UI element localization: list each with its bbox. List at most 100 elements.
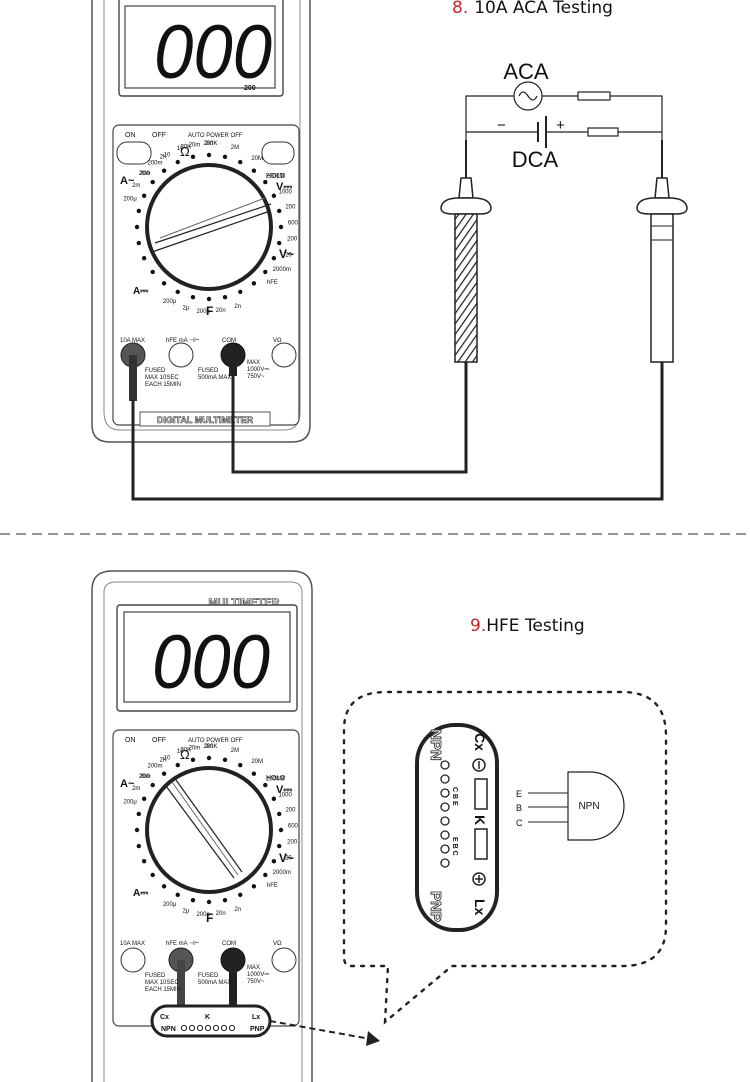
- dial-range-label: 200n: [196, 309, 209, 315]
- heading-section-9: 9.HFE Testing: [470, 616, 585, 636]
- dial-position-dot: [175, 892, 180, 898]
- section-number: 8.: [452, 0, 469, 18]
- power-button[interactable]: [116, 141, 152, 165]
- dial-position-dot: [263, 872, 268, 878]
- dial-range-label: 10: [164, 755, 171, 761]
- socket-pin-hole: [440, 830, 450, 840]
- farad-label: F: [206, 911, 213, 925]
- dial-range-label: 2n: [234, 304, 241, 310]
- dial-range-label: 200: [287, 237, 298, 243]
- dial-range-label: 1000: [278, 190, 292, 196]
- dial-position-dot: [150, 872, 155, 878]
- dial-range-label: 2μ: [182, 306, 189, 312]
- dial-range-label: 200: [285, 808, 296, 814]
- dial-position-dot: [190, 294, 196, 300]
- multimeter-bottom: MULTIMETER 000 ON OFF AUTO POWER OFF HOL…: [91, 570, 313, 1082]
- dial-position-dot: [175, 159, 180, 165]
- acv-label: V~: [279, 851, 294, 865]
- section-title: HFE Testing: [486, 616, 585, 636]
- power-off-label: OFF: [152, 737, 166, 744]
- dial-range-label: 10: [177, 749, 184, 755]
- socket-pin-hole: [212, 1024, 220, 1032]
- ohm-label: Ω: [180, 747, 190, 762]
- dial-position-dot: [263, 269, 268, 275]
- dial-range-label: 600: [288, 221, 299, 227]
- jack-vohm[interactable]: [271, 342, 297, 368]
- dial-position-dot: [136, 843, 142, 849]
- socket-pin-hole: [440, 802, 450, 812]
- socket-pin-hole: [440, 788, 450, 798]
- socket-pin-hole: [180, 1024, 188, 1032]
- dial-position-dot: [190, 757, 196, 763]
- dial-range-label: 2M: [231, 748, 239, 754]
- dial-range-label: 20K: [181, 747, 192, 753]
- dca-label: A⎓: [133, 286, 148, 297]
- dial-range-label: 2K: [160, 155, 167, 161]
- npn-pin-order: C B E: [451, 787, 458, 806]
- dial-range-label: 20M: [251, 759, 263, 765]
- cx-mark: Cx: [472, 733, 488, 751]
- jack-10a[interactable]: [120, 947, 146, 973]
- jack-vohm[interactable]: [271, 947, 297, 973]
- dial-position-dot: [206, 296, 212, 302]
- hold-button[interactable]: [261, 141, 295, 165]
- power-off-label: OFF: [152, 132, 166, 139]
- dial-range-label: 200μ: [123, 196, 137, 202]
- section-number: 9.: [470, 616, 487, 636]
- jack-label-hfe: hFE mA ⊣⊢: [166, 940, 199, 947]
- dial-position-dot: [276, 240, 282, 246]
- hfe-socket-large: Cx K Lx NPN PNP C B E E B C: [415, 723, 499, 932]
- dial-position-dot: [251, 168, 257, 173]
- dial-position-dot: [276, 208, 282, 214]
- range-dial[interactable]: [145, 766, 273, 894]
- dial-position-dot: [271, 796, 277, 801]
- dial-position-dot: [134, 224, 140, 230]
- dial-range-label: 2m: [205, 141, 213, 147]
- dial-position-dot: [141, 859, 147, 864]
- dial-range-label: 2M: [231, 145, 239, 151]
- dial-position-dot: [150, 782, 155, 788]
- jack-label-10a: 10A MAX: [120, 941, 145, 947]
- dial-range-label: 2μ: [182, 909, 189, 915]
- pin-label-e: E: [516, 789, 522, 799]
- socket-pin-hole: [440, 816, 450, 826]
- range-dial[interactable]: [145, 163, 273, 291]
- pin-label-c: C: [516, 818, 523, 828]
- jack-hfe-ma[interactable]: [168, 342, 194, 368]
- dial-position-dot: [206, 152, 212, 158]
- dial-position-dot: [136, 208, 142, 214]
- dial-range-label: 20M: [251, 156, 263, 162]
- dial-position-dot: [271, 193, 277, 198]
- lx-mark: Lx: [472, 899, 488, 916]
- dial-position-dot: [278, 224, 284, 230]
- dial-position-dot: [278, 827, 284, 833]
- dial-range-label: 20: [285, 855, 292, 861]
- auto-off-label: AUTO POWER OFF: [188, 133, 243, 139]
- dial-position-dot: [175, 289, 180, 295]
- lcd-sub: 200: [244, 85, 256, 92]
- acv-label: V~: [279, 247, 294, 261]
- socket-pin-hole: [196, 1024, 204, 1032]
- dial-range-label: 10: [164, 152, 171, 158]
- dial-position-dot: [238, 892, 243, 898]
- dial-range-label: 20K: [181, 144, 192, 150]
- dial-position-dot: [271, 256, 277, 261]
- jack-label-com: COM: [222, 941, 236, 947]
- auto-off-label: AUTO POWER OFF: [188, 738, 243, 744]
- dial-range-label: 2000m: [273, 267, 291, 273]
- dial-range-label: 200n: [196, 912, 209, 918]
- dial-range-label: 2K: [160, 758, 167, 764]
- jack-label-10a: 10A MAX: [120, 338, 145, 344]
- dial-position-dot: [251, 281, 257, 286]
- dial-position-dot: [238, 762, 243, 768]
- dial-position-dot: [190, 897, 196, 903]
- dial-range-label: 2000M: [266, 173, 284, 179]
- jack-label-vohm: VΩ: [273, 338, 282, 344]
- jack-label-hfe: hFE mA ⊣⊢: [166, 337, 199, 344]
